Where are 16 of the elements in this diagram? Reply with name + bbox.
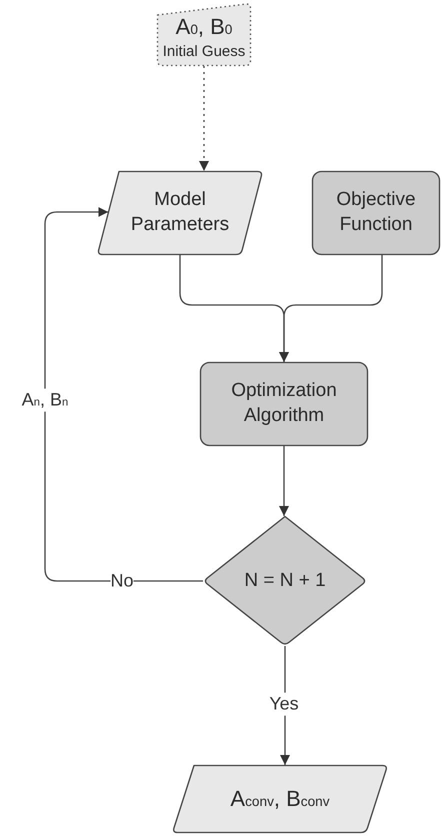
node-subtext: Initial Guess	[162, 42, 246, 62]
arrow	[199, 66, 209, 171]
node-text: N = N + 1	[244, 568, 326, 593]
arrow	[279, 255, 383, 362]
node-text: Model Parameters	[130, 188, 230, 237]
process-box	[200, 362, 368, 446]
node-text: Objective Function	[335, 188, 417, 237]
data-parallelogram	[97, 171, 263, 255]
node-text: Optimization Algorithm	[230, 379, 338, 428]
process-box	[312, 171, 440, 255]
edge-label: Yes	[269, 692, 299, 716]
arrow	[44, 207, 203, 582]
decision-diamond	[203, 516, 367, 646]
manual-input-box	[157, 3, 251, 66]
arrow	[279, 446, 289, 516]
data-parallelogram	[172, 765, 388, 833]
